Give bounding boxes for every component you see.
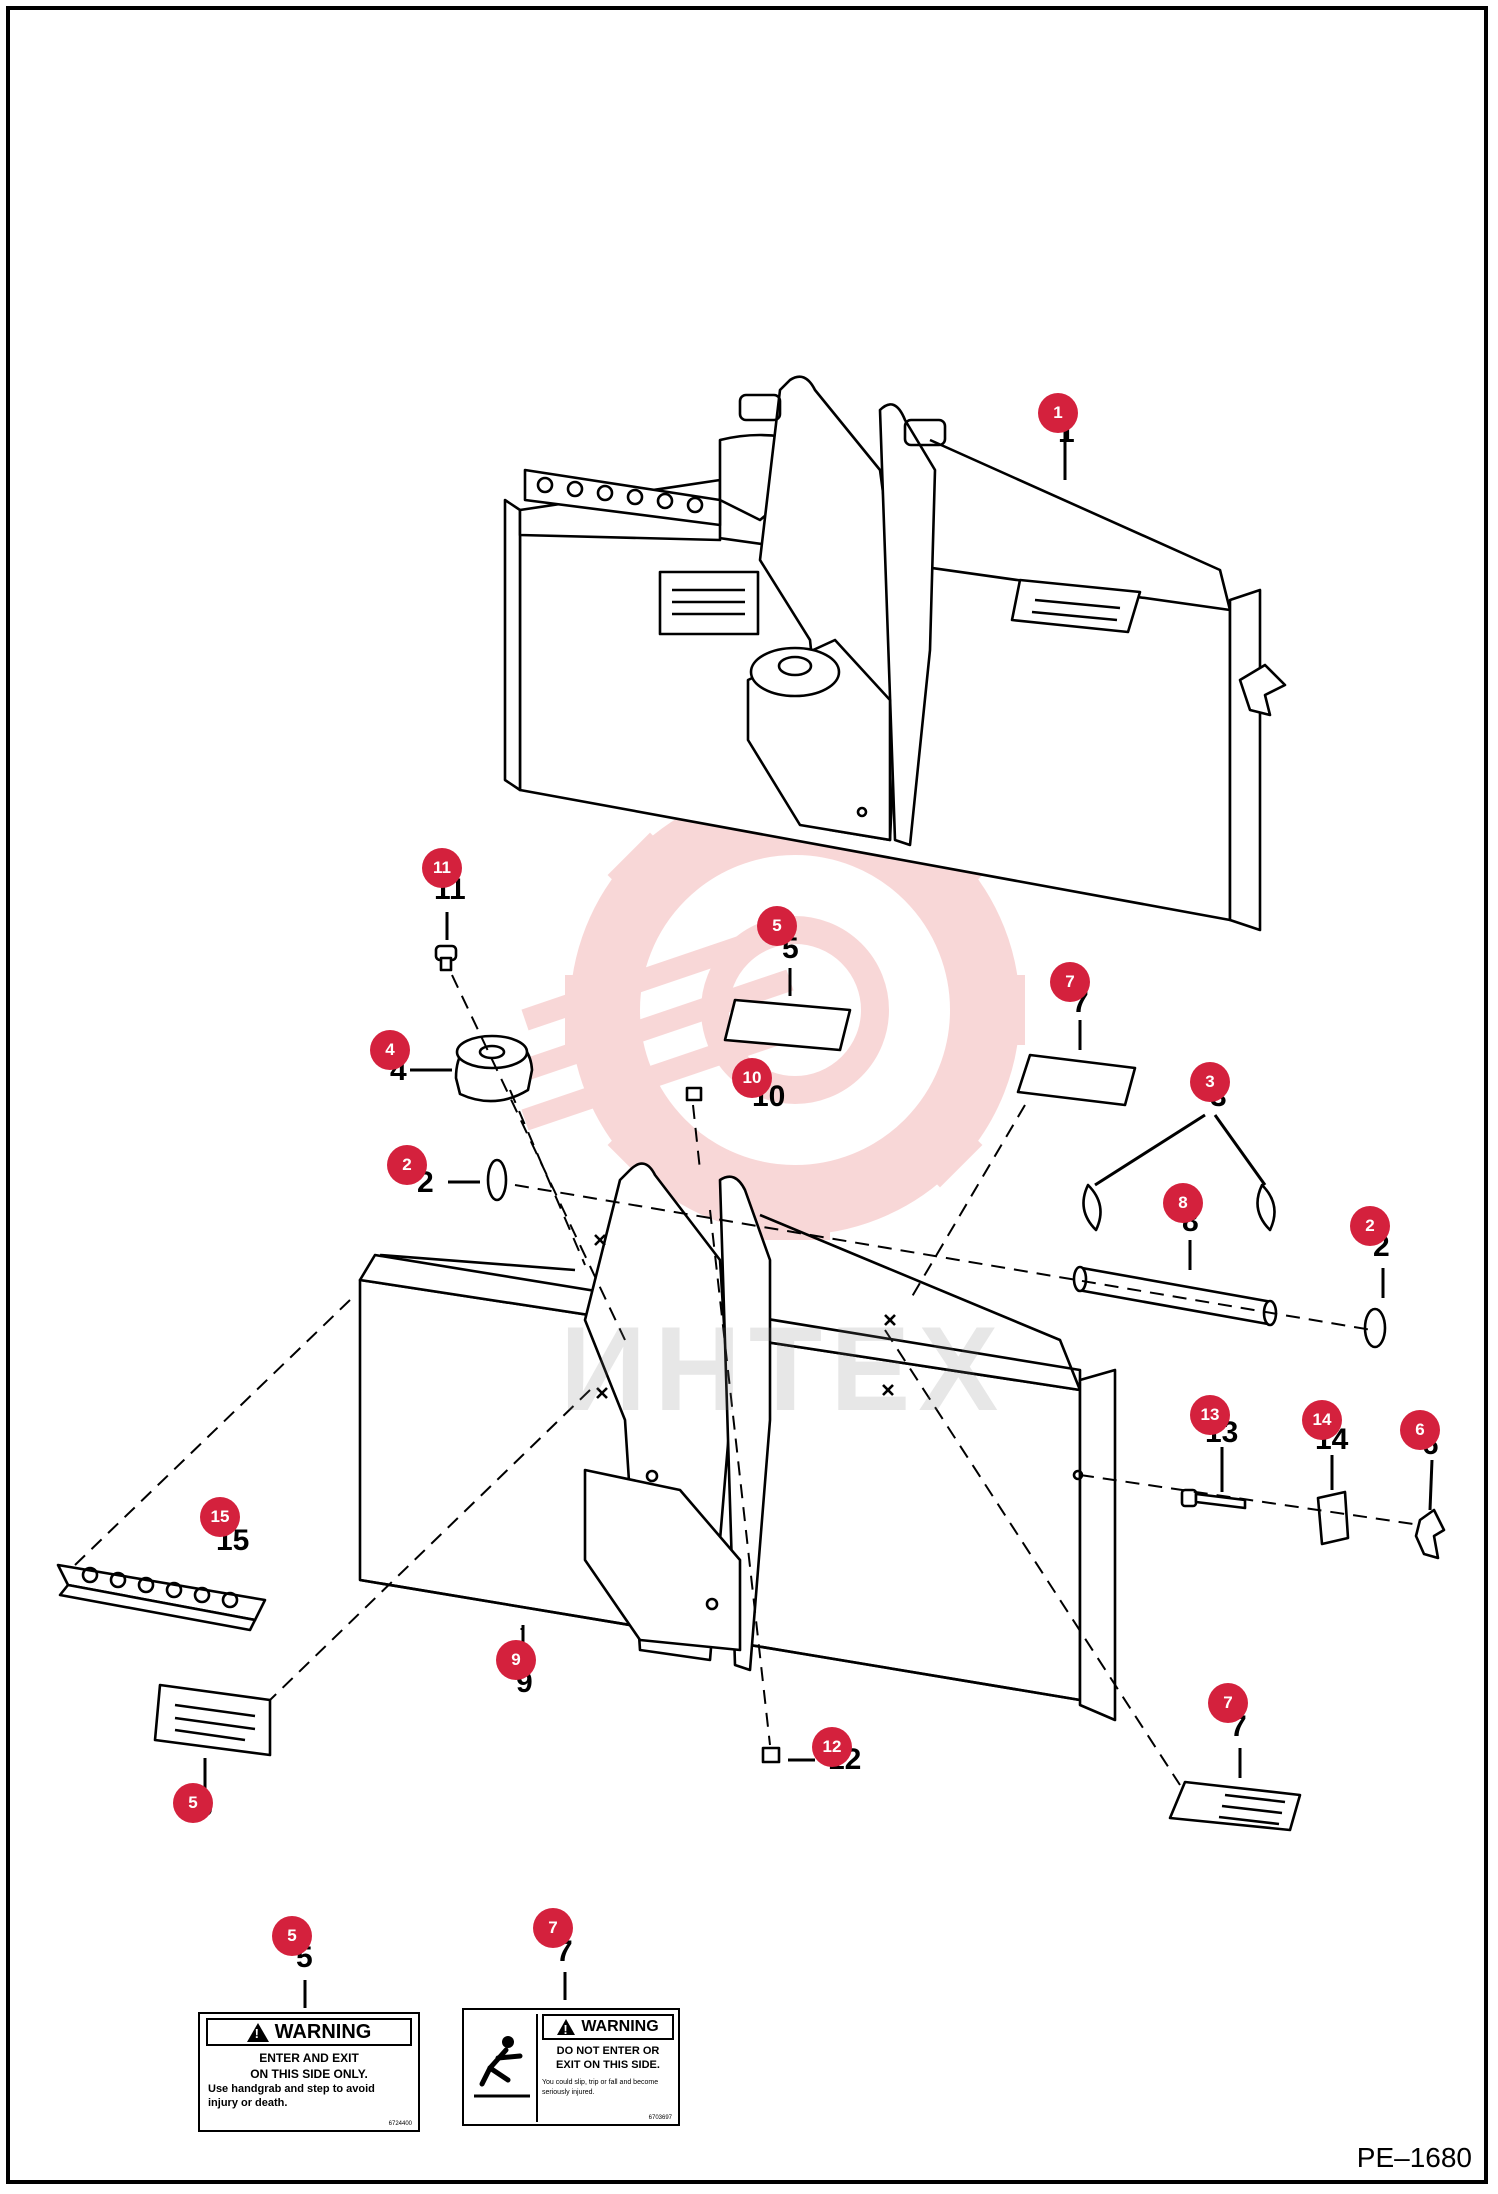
callout-7-lower[interactable]: 7: [1208, 1683, 1248, 1723]
knob-part-6: [1414, 1508, 1446, 1560]
warning-decal-title: WARNING: [581, 2018, 659, 2035]
decal-plate-7-upper: [1016, 1053, 1137, 1107]
nut-part-12: [761, 1746, 781, 1764]
decal-plate-5-upper: [723, 998, 852, 1052]
warning-triangle-icon: [246, 2022, 269, 2042]
decal-line: You could slip, trip or fall and become: [542, 2079, 659, 2086]
callout-6[interactable]: 6: [1400, 1410, 1440, 1450]
callout-9[interactable]: 9: [496, 1640, 536, 1680]
warning-decal-no-entry: WARNING DO NOT ENTER OR EXIT ON THIS SID…: [462, 2008, 680, 2126]
callout-14[interactable]: 14: [1302, 1400, 1342, 1440]
callout-3[interactable]: 3: [1190, 1062, 1230, 1102]
bucket-assembly-upper: [503, 375, 1287, 932]
decal-plate-5-lower: [153, 1683, 272, 1757]
bucket-body-lower: [358, 1162, 1117, 1722]
callout-8[interactable]: 8: [1163, 1183, 1203, 1223]
decal-line: EXIT ON THIS SIDE.: [556, 2059, 660, 2071]
decal-line: DO NOT ENTER OR: [556, 2045, 660, 2057]
latch-plate-part-14: [1316, 1490, 1350, 1546]
callout-2-left[interactable]: 2: [387, 1145, 427, 1185]
callout-15[interactable]: 15: [200, 1497, 240, 1537]
decal-code: 6703697: [648, 2115, 672, 2121]
callout-4[interactable]: 4: [370, 1030, 410, 1070]
drawing-reference-number: PE–1680: [1356, 2142, 1472, 2173]
decal-line: seriously injured.: [542, 2089, 595, 2096]
callout-1[interactable]: 1: [1038, 393, 1078, 433]
decal-line: ENTER AND EXIT: [259, 2051, 359, 2065]
decal-code: 6724400: [388, 2121, 412, 2127]
pad-part-4: [454, 1034, 534, 1103]
warning-decal-enter-exit: WARNING ENTER AND EXIT ON THIS SIDE ONLY…: [198, 2012, 420, 2132]
drawing-frame: [6, 6, 1488, 2184]
callout-2-right[interactable]: 2: [1350, 1206, 1390, 1246]
slip-fall-pictogram: [468, 2014, 538, 2122]
warning-triangle-icon: [557, 2019, 576, 2037]
callout-7-decal[interactable]: 7: [533, 1908, 573, 1948]
decal-line: injury or death.: [208, 2097, 288, 2109]
bolt-part-11: [434, 944, 458, 972]
callout-11[interactable]: 11: [422, 848, 462, 888]
callout-7-upper[interactable]: 7: [1050, 962, 1090, 1002]
callout-5-lower[interactable]: 5: [173, 1783, 213, 1823]
callout-5-upper[interactable]: 5: [757, 906, 797, 946]
assembly-lines: [74, 974, 1421, 1786]
ring-part-2-left: [486, 1158, 508, 1202]
callout-10[interactable]: 10: [732, 1058, 772, 1098]
ring-part-2-right: [1363, 1307, 1387, 1349]
callout-13[interactable]: 13: [1190, 1395, 1230, 1435]
pin-part-3-right: [1256, 1183, 1276, 1232]
warning-decal-title: WARNING: [274, 2020, 372, 2043]
decal-line: ON THIS SIDE ONLY.: [250, 2067, 368, 2081]
pin-part-3-left: [1082, 1183, 1102, 1232]
nut-part-10: [685, 1086, 703, 1102]
bolt-part-13: [1180, 1488, 1247, 1510]
callout-12[interactable]: 12: [812, 1727, 852, 1767]
decal-plate-7-lower: [1168, 1780, 1302, 1832]
callout-5-decal[interactable]: 5: [272, 1916, 312, 1956]
watermark-text: ИНТЕХ: [560, 1302, 1007, 1436]
decal-line: Use handgrab and step to avoid: [208, 2083, 375, 2095]
step-part-15: [56, 1563, 267, 1632]
